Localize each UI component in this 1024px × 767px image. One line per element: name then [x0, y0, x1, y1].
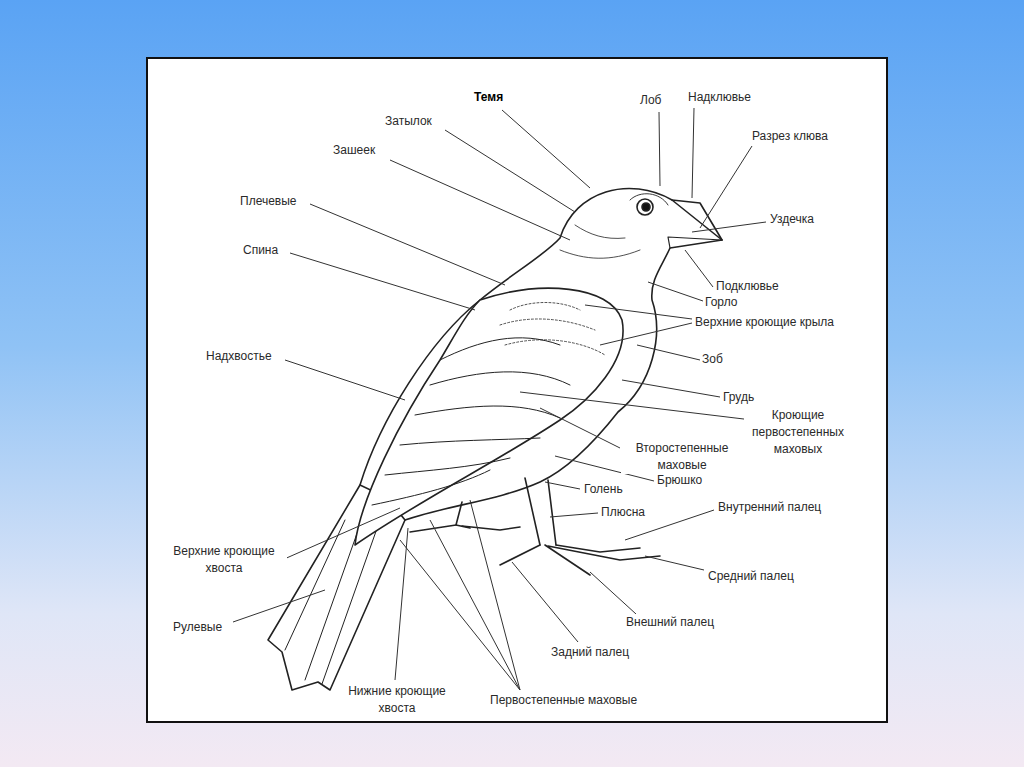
part-label: Затылок — [383, 113, 434, 130]
part-label: Брюшко — [655, 472, 704, 489]
part-label: Первостепенные маховые — [488, 692, 639, 709]
part-label: Второстепенные маховые — [621, 440, 743, 474]
part-label: Уздечка — [768, 211, 816, 228]
part-label: Горло — [703, 294, 739, 311]
part-label: Плечевые — [238, 193, 299, 210]
part-label: Грудь — [721, 389, 756, 406]
part-label: Разрез клюва — [750, 128, 830, 145]
part-label: Внутренний палец — [716, 499, 823, 516]
part-label: Средний палец — [706, 568, 796, 585]
part-label: Верхние кроющие хвоста — [161, 543, 287, 577]
part-label: Зашеек — [331, 142, 377, 159]
part-label: Надклювье — [686, 89, 753, 106]
part-label: Надхвостье — [204, 348, 274, 365]
part-label: Лоб — [638, 92, 663, 109]
part-label: Верхние кроющие крыла — [693, 314, 836, 331]
part-label: Голень — [582, 481, 625, 498]
part-label: Темя — [472, 89, 505, 106]
part-label: Подклювье — [714, 278, 781, 295]
part-label: Нижние кроющие хвоста — [343, 683, 451, 717]
part-label: Рулевые — [171, 619, 224, 636]
part-label: Кроющие первостепенных маховых — [744, 407, 852, 458]
leader-lines — [233, 108, 766, 690]
part-label: Плюсна — [599, 504, 647, 521]
part-label: Спина — [241, 242, 280, 259]
part-label: Зоб — [700, 351, 725, 368]
part-label: Задний палец — [549, 644, 631, 661]
panel — [147, 58, 887, 722]
part-label: Внешний палец — [624, 614, 716, 631]
